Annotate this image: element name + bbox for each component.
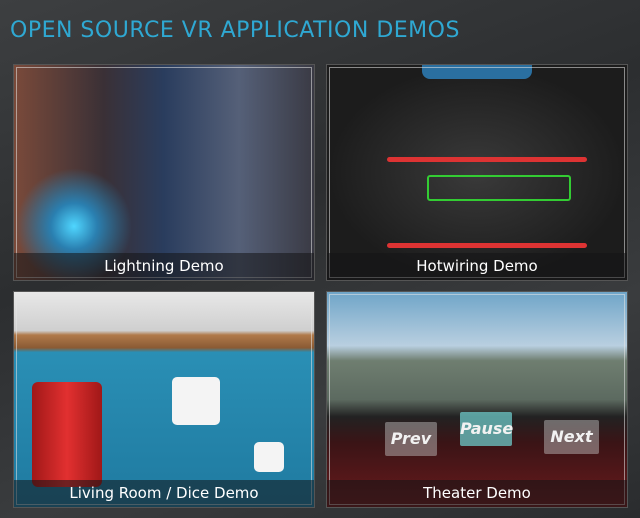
lightning-demo-image (14, 65, 314, 280)
demo-caption: Theater Demo (327, 480, 627, 507)
next-panel: Next (544, 420, 599, 454)
theater-demo-image: Prev Pause Next (327, 292, 627, 507)
pause-panel: Pause (460, 412, 513, 446)
demo-tile-theater[interactable]: Prev Pause Next Theater Demo (326, 291, 628, 508)
hotwiring-demo-image (327, 65, 627, 280)
demo-tile-living-room-dice[interactable]: Living Room / Dice Demo (13, 291, 315, 508)
demo-caption: Lightning Demo (14, 253, 314, 280)
living-room-demo-image (14, 292, 314, 507)
demo-tile-lightning[interactable]: Lightning Demo (13, 64, 315, 281)
prev-panel: Prev (385, 422, 437, 456)
page-title: OPEN SOURCE VR APPLICATION DEMOS (10, 18, 460, 43)
demo-tile-hotwiring[interactable]: Hotwiring Demo (326, 64, 628, 281)
demo-caption: Living Room / Dice Demo (14, 480, 314, 507)
demo-caption: Hotwiring Demo (327, 253, 627, 280)
